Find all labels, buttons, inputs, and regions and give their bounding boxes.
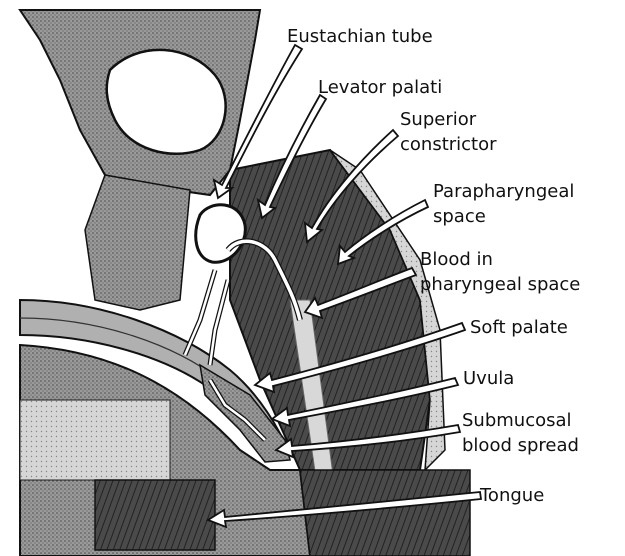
label-submucosal-line1: Submucosal <box>462 410 572 431</box>
label-parapharyngeal-line1: Parapharyngeal <box>433 181 574 202</box>
label-eustachian-tube: Eustachian tube <box>287 26 433 47</box>
label-uvula: Uvula <box>463 368 514 389</box>
tongue-block-lower <box>95 480 215 550</box>
label-tongue: Tongue <box>479 485 544 506</box>
label-levator-palati: Levator palati <box>318 77 442 98</box>
label-superior-constrictor-line1: Superior <box>400 109 477 130</box>
label-superior-constrictor-line2: constrictor <box>400 134 497 155</box>
label-submucosal-line2: blood spread <box>462 435 579 456</box>
tongue-block <box>20 400 170 480</box>
label-soft-palate: Soft palate <box>470 317 568 338</box>
posterior-column <box>85 175 190 310</box>
label-blood-in-pharyngeal-line2: pharyngeal space <box>420 274 580 295</box>
label-parapharyngeal-line2: space <box>433 206 486 227</box>
label-blood-in-pharyngeal-line1: Blood in <box>420 249 493 270</box>
